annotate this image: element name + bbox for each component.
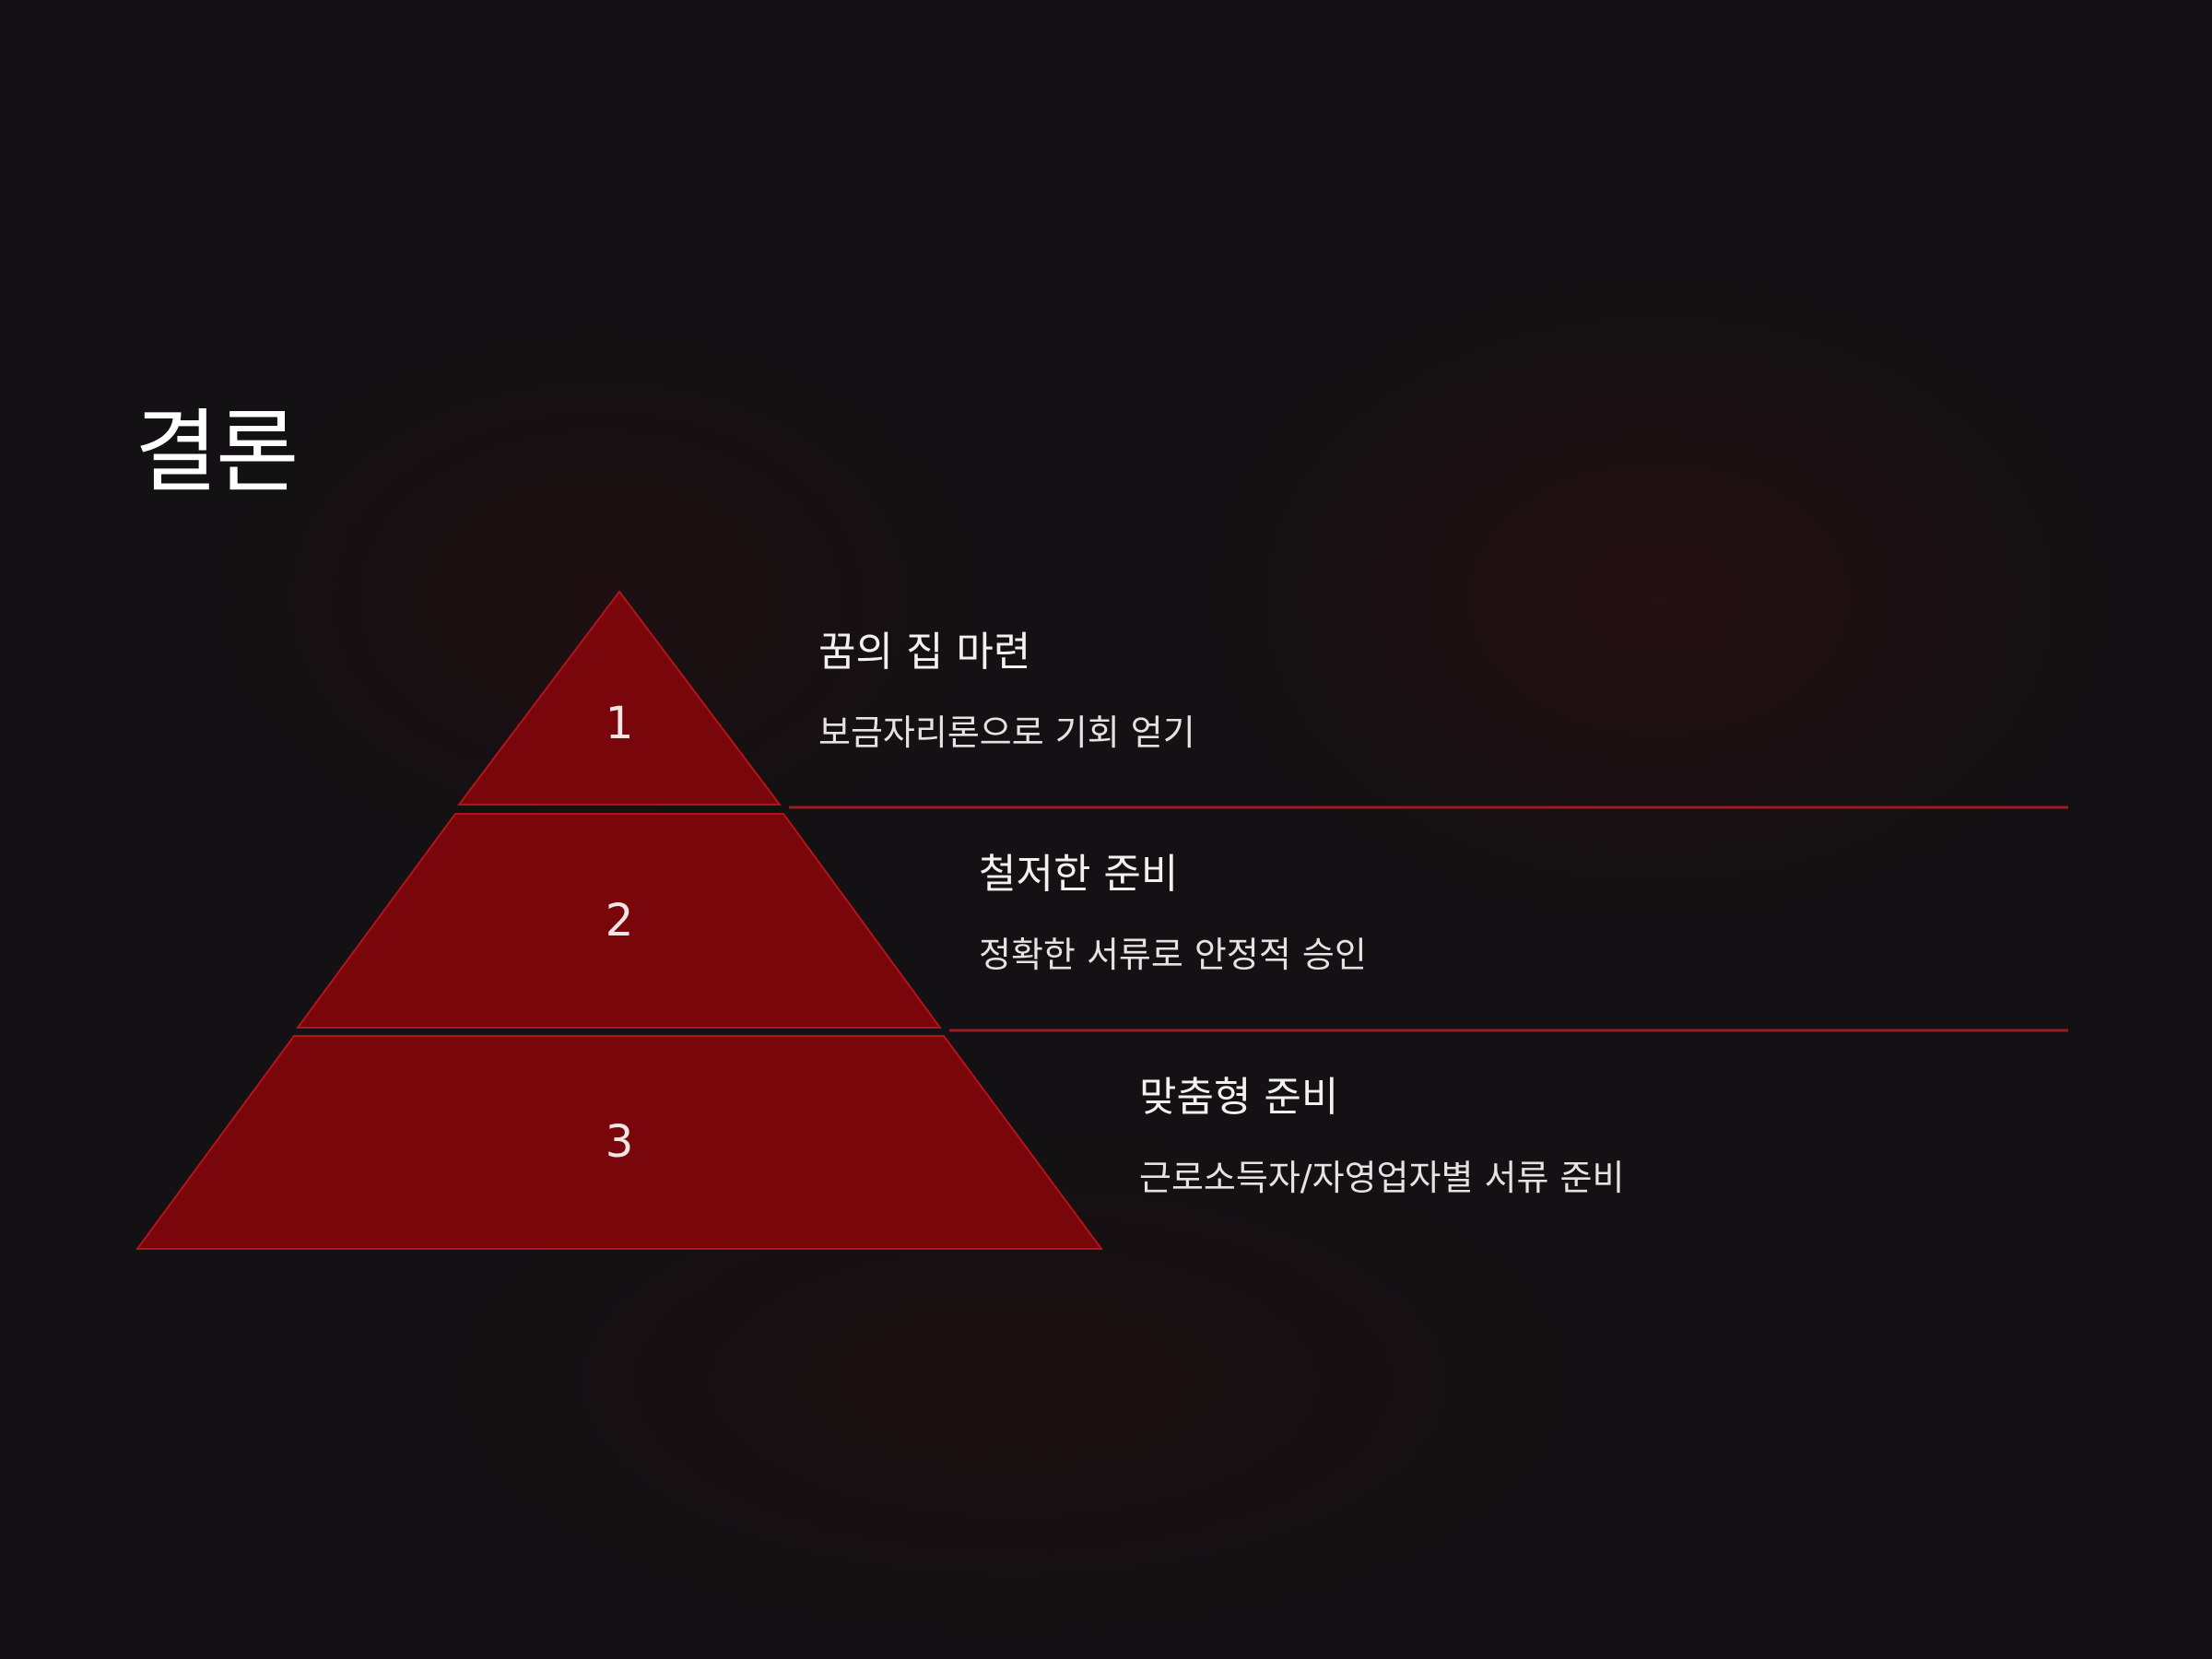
level-number-2: 2 xyxy=(606,895,634,947)
level-number-1: 1 xyxy=(606,698,634,749)
level-3-title: 맞춤형 준비 xyxy=(1139,1074,1339,1121)
pyramid-level-2 xyxy=(296,813,942,1029)
level-number-3: 3 xyxy=(606,1116,634,1168)
pyramid-level-3 xyxy=(135,1035,1103,1250)
level-2-title: 철저한 준비 xyxy=(979,851,1179,898)
level-3-text: 맞춤형 준비 근로소득자/자영업자별 서류 준비 xyxy=(1139,1074,1624,1199)
level-2-text: 철저한 준비 정확한 서류로 안정적 승인 xyxy=(979,851,1367,976)
level-1-title: 꿈의 집 마련 xyxy=(818,629,1031,676)
slide-title: 결론 xyxy=(135,400,299,505)
pyramid-level-1 xyxy=(456,590,782,806)
level-2-description: 정확한 서류로 안정적 승인 xyxy=(979,934,1367,975)
level-1-text: 꿈의 집 마련 보금자리론으로 기회 얻기 xyxy=(818,629,1195,754)
level-1-description: 보금자리론으로 기회 얻기 xyxy=(818,712,1195,753)
level-3-description: 근로소득자/자영업자별 서류 준비 xyxy=(1139,1157,1625,1198)
